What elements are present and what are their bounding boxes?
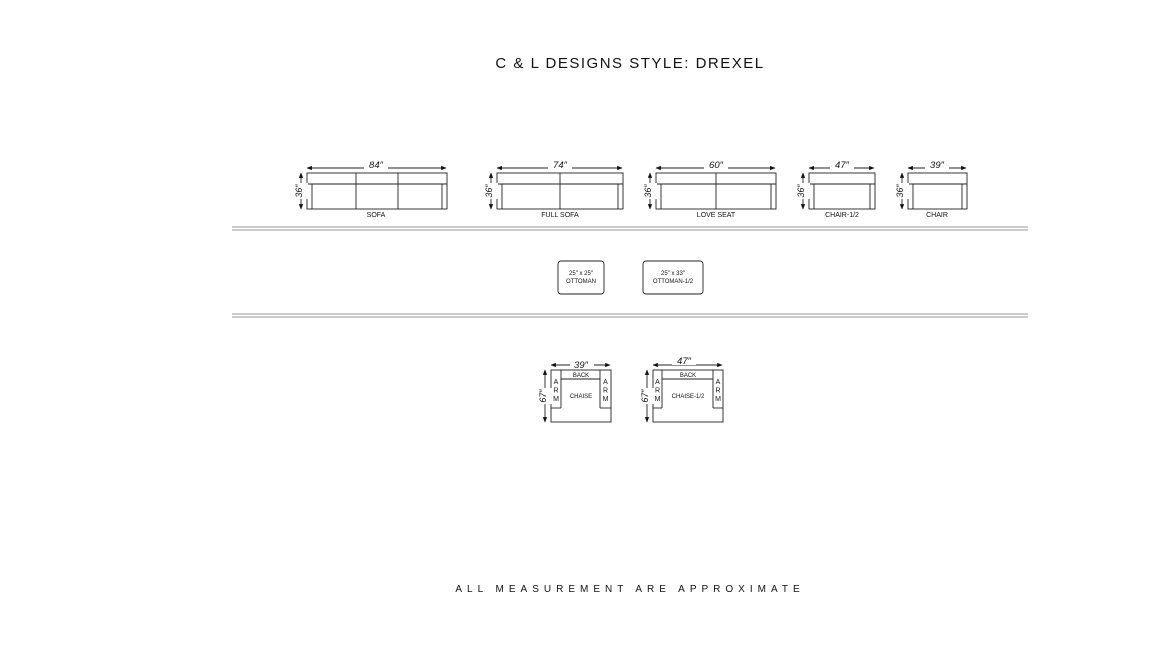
chair-label: CHAIR [926,212,948,219]
chair-outline [907,172,968,210]
sofa-depth-label: 36″ [294,184,304,198]
chaise-length-label: 67″ [538,389,548,403]
full-sofa-width-label: 74″ [553,160,568,171]
chair-drawing [899,165,968,210]
chaise-width-label: 39″ [574,360,589,371]
love-seat-depth-label: 36″ [643,184,653,198]
ottoman-half-outline [642,260,704,295]
chair-width-label: 39″ [930,160,945,171]
chaise-half-width-label: 47″ [677,356,692,367]
disclaimer-footer: ALL MEASUREMENT ARE APPROXIMATE [455,584,805,595]
sofa-drawing [298,165,448,210]
sofa-label: SOFA [367,212,386,219]
chair-half-width-label: 47″ [835,160,850,171]
ottoman-outline [557,260,605,295]
sofa-width-label: 84″ [369,160,384,171]
chaise-half-label: CHAISE-1/2 [672,394,705,400]
ottoman-label: OTTOMAN [566,279,596,285]
section-divider-bottom [232,313,1028,318]
chaise-half-back-label: BACK [680,373,696,379]
ottoman-half-label: OTTOMAN-1/2 [653,279,694,285]
full-sofa-depth-label: 36″ [484,184,494,198]
chair-half-depth-label: 36″ [796,184,806,198]
sofa-outline [306,172,448,210]
ottoman-half-size: 25″ x 33″ [661,271,686,277]
chair-depth-label: 36″ [895,184,905,198]
chaise-back-label: BACK [573,373,589,379]
drawing-title: C & L DESIGNS STYLE: DREXEL [495,55,765,72]
section-divider-top [232,226,1028,231]
chair-half-outline [808,172,876,210]
love-seat-label: LOVE SEAT [697,212,736,219]
chair-half-label: CHAIR-1/2 [825,212,859,219]
love-seat-width-label: 60″ [709,160,724,171]
chaise-label: CHAISE [570,394,592,400]
ottoman-size: 25″ x 25″ [569,271,594,277]
full-sofa-label: FULL SOFA [541,212,579,219]
chaise-half-length-label: 67″ [640,389,650,403]
chair-half-drawing [800,165,876,210]
full-sofa-drawing [488,165,624,210]
love-seat-drawing [647,165,777,210]
